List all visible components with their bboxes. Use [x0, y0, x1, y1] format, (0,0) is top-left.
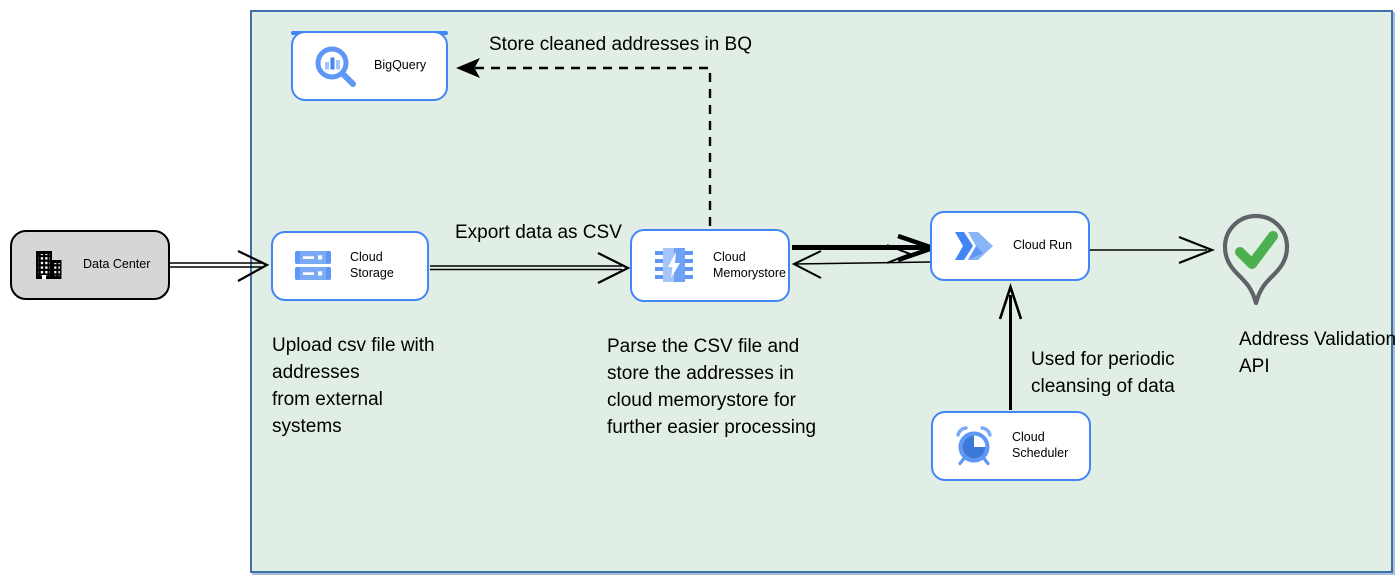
node-label: Cloud Run	[1013, 238, 1073, 253]
annotation-export-csv: Export data as CSV	[455, 222, 622, 243]
address-validation-label: Address Validation API	[1239, 329, 1397, 377]
checkmark-icon	[1235, 231, 1278, 269]
building-icon	[32, 248, 66, 282]
node-label: Cloud Storage	[350, 250, 394, 280]
annotation-periodic-cleansing: Used for periodic cleansing of data	[1031, 349, 1175, 397]
node-label: Cloud Memorystore	[713, 249, 786, 280]
node-cloud-memorystore: Cloud Memorystore	[630, 229, 790, 302]
annotation-upload-csv: Upload csv file with addresses from exte…	[272, 335, 435, 437]
annotation-store-cleaned-bq: Store cleaned addresses in BQ	[489, 34, 752, 55]
gcp-boundary-zone	[250, 10, 1393, 573]
memorystore-icon	[652, 246, 696, 286]
node-bigquery: BigQuery	[291, 31, 448, 101]
bigquery-icon	[313, 44, 357, 88]
node-cloud-run: Cloud Run	[930, 211, 1090, 281]
annotation-parse-csv: Parse the CSV file and store the address…	[607, 336, 817, 438]
cloud-storage-icon	[293, 249, 333, 283]
node-cloud-scheduler: Cloud Scheduler	[931, 411, 1091, 481]
node-label: Cloud Scheduler	[1012, 430, 1069, 460]
node-data-center: Data Center	[10, 230, 170, 300]
node-cloud-storage: Cloud Storage	[271, 231, 429, 301]
node-label: BigQuery	[374, 58, 427, 73]
location-pin-icon	[1222, 213, 1290, 306]
cloud-scheduler-icon	[953, 425, 995, 467]
cloud-run-icon	[952, 228, 996, 264]
node-label: Data Center	[83, 257, 151, 272]
address-validation-pin	[1221, 211, 1291, 312]
